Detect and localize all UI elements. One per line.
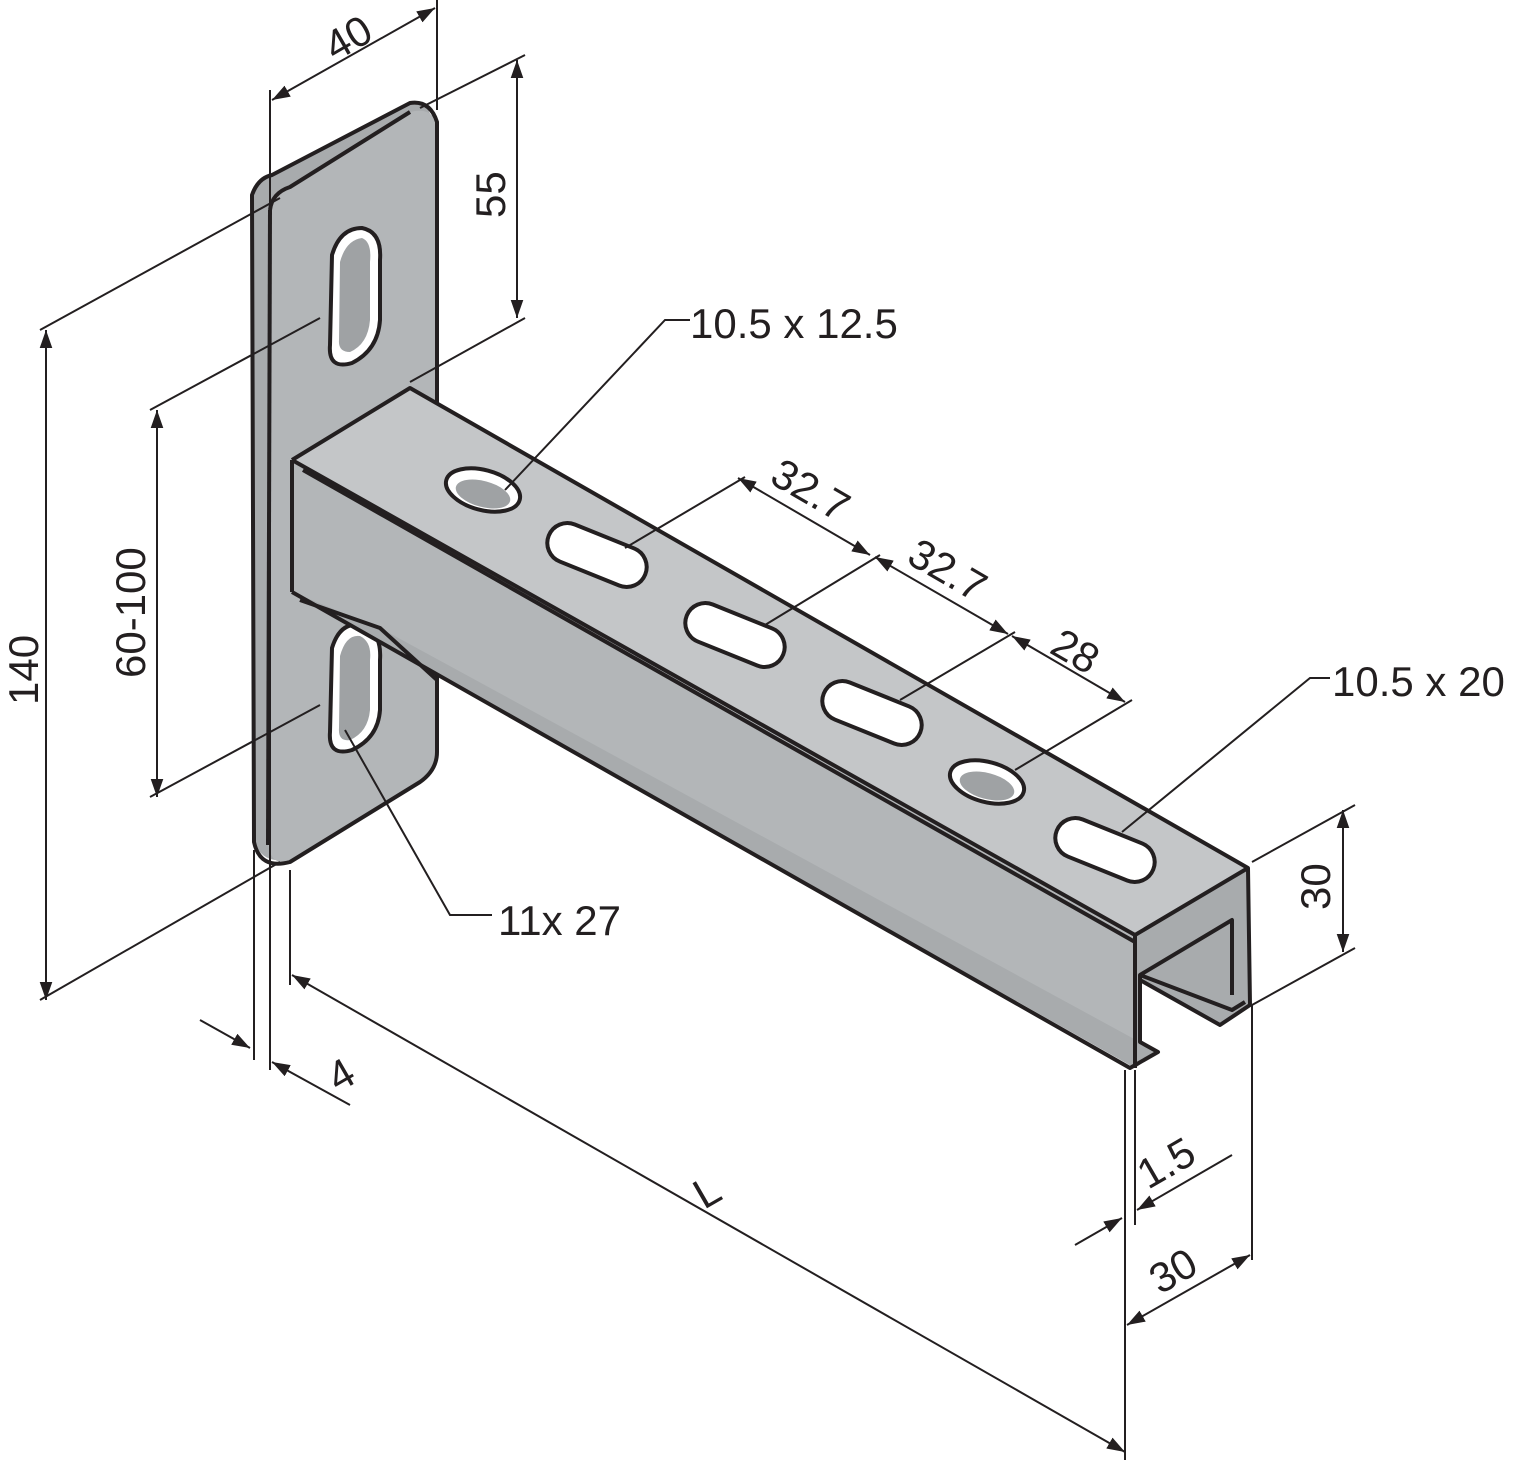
dimension-lines bbox=[39, 0, 1356, 1460]
dim-channel-height: 30 bbox=[1292, 863, 1339, 910]
dim-channel-width: 30 bbox=[1141, 1239, 1205, 1303]
dim-arm-length: L bbox=[685, 1165, 729, 1217]
callout-round-holes: 10.5 x 12.5 bbox=[690, 300, 898, 347]
dim-wall-thickness: 1.5 bbox=[1129, 1128, 1203, 1198]
dim-top-to-slot: 55 bbox=[467, 171, 514, 218]
channel-arm bbox=[290, 386, 1252, 1070]
slot-hole-3 bbox=[820, 679, 924, 747]
slot-hole-2 bbox=[683, 601, 787, 669]
dim-plate-thickness: 4 bbox=[319, 1048, 363, 1100]
callout-plate-slots: 11x 27 bbox=[498, 897, 621, 944]
dim-end-distance: 28 bbox=[1044, 619, 1108, 683]
slot-hole-4 bbox=[1053, 816, 1157, 884]
dim-slot-spacing: 60-100 bbox=[107, 547, 154, 678]
dim-pitch-1: 32.7 bbox=[764, 449, 858, 531]
dim-plate-width: 40 bbox=[316, 6, 380, 70]
callout-long-slots: 10.5 x 20 bbox=[1332, 658, 1505, 705]
arm-holes bbox=[443, 466, 1157, 884]
dim-plate-height: 140 bbox=[0, 635, 47, 705]
arm-side-face bbox=[292, 460, 1135, 1068]
slot-hole-1 bbox=[545, 521, 649, 589]
